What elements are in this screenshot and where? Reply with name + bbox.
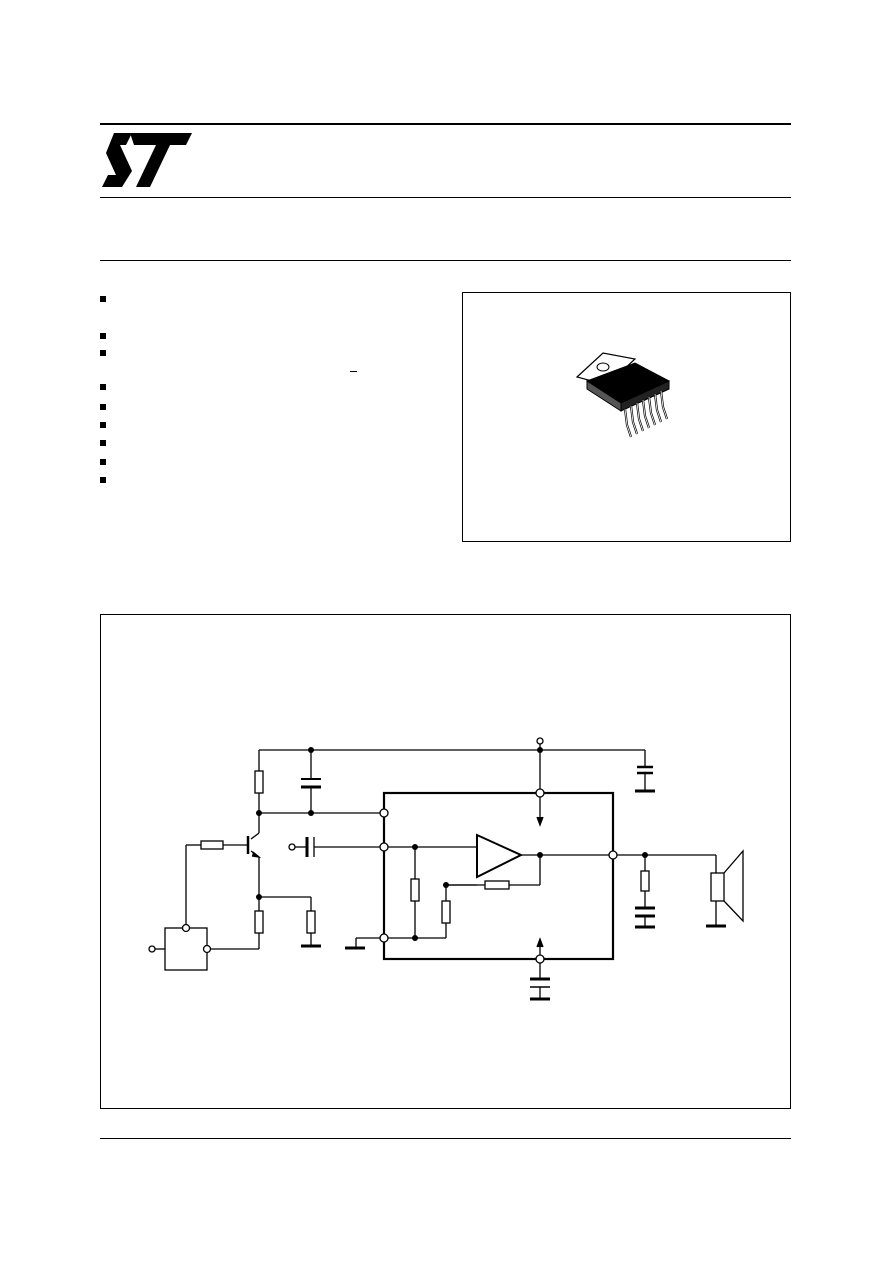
overline-mark (350, 371, 357, 372)
application-circuit-schematic (148, 737, 744, 1001)
st-logo-icon (102, 133, 192, 187)
multiwatt-package-icon (575, 352, 671, 438)
bullet-marker (100, 477, 106, 483)
bullet-marker (100, 459, 106, 465)
header-bottom-rule (100, 260, 791, 261)
bullet-marker (100, 422, 106, 428)
bullet-marker (100, 440, 106, 446)
bullet-marker (100, 333, 106, 339)
bullet-marker (100, 384, 106, 390)
feature-bullet-list (100, 296, 110, 496)
header-mid-rule (100, 197, 791, 198)
header-top-rule (100, 123, 791, 125)
bullet-marker (100, 350, 106, 356)
bullet-marker (100, 296, 106, 302)
bullet-marker (100, 404, 106, 410)
footer-rule (100, 1138, 791, 1139)
application-circuit-frame (100, 614, 791, 1109)
package-frame (462, 292, 791, 542)
